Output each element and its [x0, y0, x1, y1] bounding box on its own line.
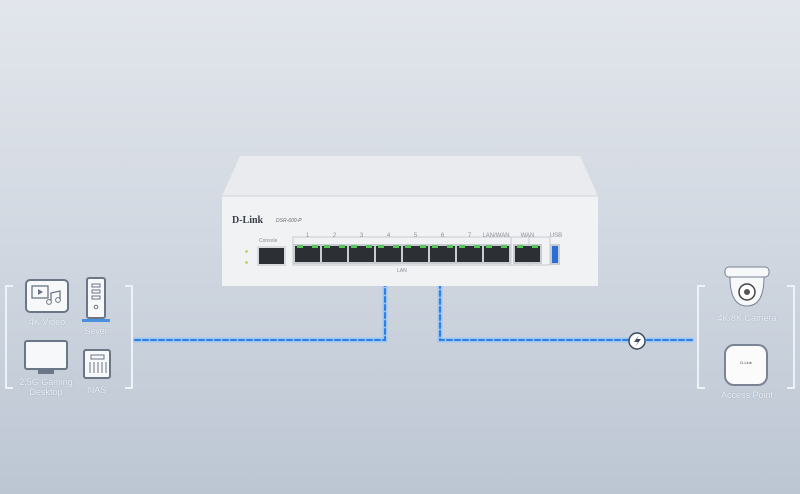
nas-icon	[83, 349, 111, 379]
usb-port	[550, 244, 560, 265]
port-label: 4	[386, 233, 391, 239]
desktop-icon	[24, 340, 68, 370]
lan-port-5	[401, 244, 430, 264]
port-label: 5	[413, 233, 418, 239]
left-bracket-right	[125, 285, 133, 389]
port-label: 7	[467, 233, 472, 239]
lan-wan-port	[482, 244, 511, 264]
port-label: 6	[440, 233, 445, 239]
lightning-icon	[628, 332, 646, 350]
wan-port	[513, 244, 542, 264]
device-label-camera: 4K/8K Camera	[717, 313, 777, 323]
device-label-access-point: Access Point	[720, 390, 774, 400]
console-port	[257, 246, 286, 266]
device-label-server: Sever	[84, 326, 108, 336]
access-point-brand: D-Link	[740, 360, 752, 365]
left-bracket	[5, 285, 13, 389]
model-label: DSR-600-P	[276, 218, 302, 224]
status-led	[245, 261, 248, 264]
port-label: LAN/WAN	[482, 233, 510, 239]
desktop-stand	[38, 370, 54, 374]
lan-port-2	[320, 244, 349, 264]
device-label-gaming-desktop: 2.5G Gaming Desktop	[19, 377, 73, 397]
lan-port-7	[455, 244, 484, 264]
right-bracket	[697, 285, 705, 389]
wan-label: WAN	[520, 233, 535, 239]
server-base	[82, 319, 110, 322]
lan-label: LAN	[397, 268, 407, 274]
device-label-4k-video: 4K Video	[28, 317, 66, 327]
usb-label: USB	[549, 233, 563, 239]
dome-camera-icon	[724, 266, 770, 307]
brand-logo: D-Link	[232, 215, 264, 226]
video-music-icon	[25, 279, 69, 313]
lan-port-4	[374, 244, 403, 264]
lan-port-6	[428, 244, 457, 264]
access-point-icon: D-Link	[724, 344, 768, 386]
port-label: 2	[332, 233, 337, 239]
console-label: Console	[259, 238, 278, 244]
server-icon	[86, 277, 106, 319]
right-bracket-right	[787, 285, 795, 389]
power-led	[245, 250, 248, 253]
device-label-nas: NAS	[87, 385, 107, 395]
port-label: 1	[305, 233, 310, 239]
port-label: 3	[359, 233, 364, 239]
lan-port-3	[347, 244, 376, 264]
lan-port-1	[293, 244, 322, 264]
